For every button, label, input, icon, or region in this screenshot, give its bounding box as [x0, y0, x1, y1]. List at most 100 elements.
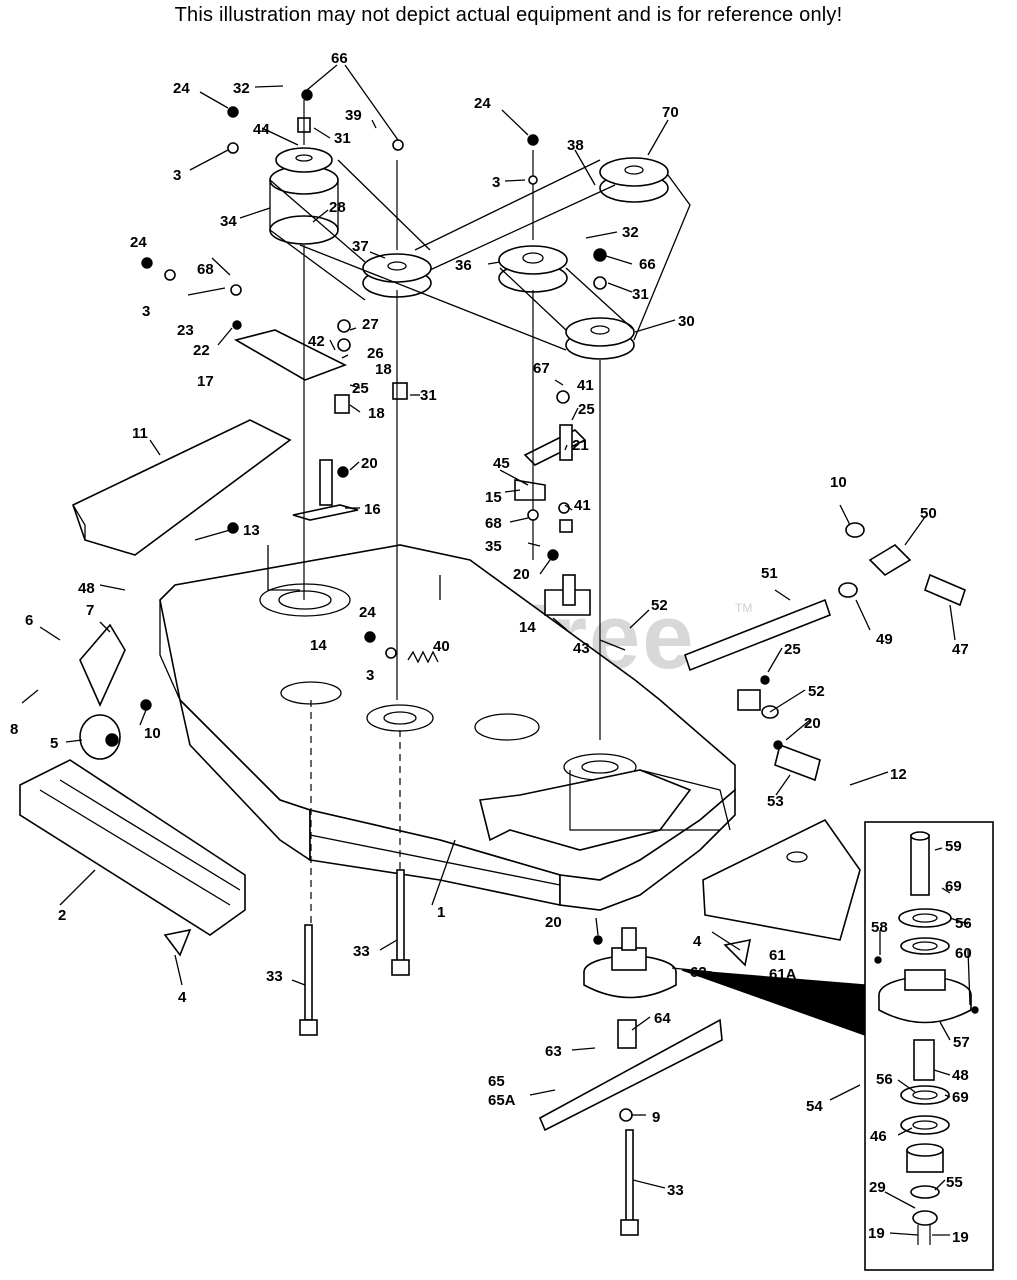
callout-33b: 33: [266, 968, 283, 985]
callout-33a: 33: [353, 943, 370, 960]
assembly-axis-lines: [303, 100, 720, 950]
callout-46: 46: [870, 1128, 887, 1145]
discharge-chute-2: [19, 759, 246, 936]
callout-3b: 3: [492, 174, 500, 191]
spindle-exploded-inset: [864, 821, 994, 1271]
callout-24c: 24: [130, 234, 147, 251]
callout-33c: 33: [667, 1182, 684, 1199]
callout-21: 21: [572, 437, 589, 454]
pulley-44: [269, 147, 339, 245]
callout-19b: 19: [952, 1229, 969, 1246]
callout-13: 13: [243, 522, 260, 539]
callout-5: 5: [50, 735, 58, 752]
callout-26: 26: [367, 345, 384, 362]
idler-arms: [233, 329, 591, 616]
callout-25a: 25: [352, 380, 369, 397]
callout-32a: 32: [233, 80, 250, 97]
deck-bracket-4-right: [723, 938, 752, 967]
callout-60: 60: [955, 945, 972, 962]
callout-12: 12: [890, 766, 907, 783]
deck-bracket-4-left: [163, 928, 192, 957]
callout-10b: 10: [830, 474, 847, 491]
callout-52b: 52: [808, 683, 825, 700]
callout-41b: 41: [574, 497, 591, 514]
watermark-trademark: TM: [735, 601, 752, 615]
callout-69a: 69: [945, 878, 962, 895]
callout-20c: 20: [804, 715, 821, 732]
callout-17: 17: [197, 373, 214, 390]
callout-9: 9: [652, 1109, 660, 1126]
callout-59: 59: [945, 838, 962, 855]
callout-1: 1: [437, 904, 445, 921]
callout-53: 53: [767, 793, 784, 810]
callout-2: 2: [58, 907, 66, 924]
callout-36: 36: [455, 257, 472, 274]
callout-19a: 19: [868, 1225, 885, 1242]
callout-15: 15: [485, 489, 502, 506]
callout-68b: 68: [485, 515, 502, 532]
callout-8: 8: [10, 721, 18, 738]
callout-70: 70: [662, 104, 679, 121]
callout-3c: 3: [142, 303, 150, 320]
callout-48a: 48: [78, 580, 95, 597]
callout-18a: 18: [375, 361, 392, 378]
callout-23: 23: [177, 322, 194, 339]
gauge-wheel: [79, 623, 126, 760]
callout-10a: 10: [144, 725, 161, 742]
callout-66b: 66: [639, 256, 656, 273]
callout-37: 37: [352, 238, 369, 255]
callout-31b: 31: [632, 286, 649, 303]
callout-65: 65: [488, 1073, 505, 1090]
callout-34: 34: [220, 213, 237, 230]
pulley-30: [565, 317, 635, 360]
callout-63: 63: [545, 1043, 562, 1060]
callout-31c: 31: [420, 387, 437, 404]
drive-belts: [269, 159, 691, 351]
deck-cover-11: [72, 419, 292, 556]
callout-67: 67: [533, 360, 550, 377]
callout-32b: 32: [622, 224, 639, 241]
callout-16: 16: [364, 501, 381, 518]
callout-4a: 4: [178, 989, 187, 1006]
callout-14b: 14: [519, 619, 536, 636]
callout-39: 39: [345, 107, 362, 124]
spindle-assembly: [583, 927, 677, 1049]
callout-61: 61: [769, 947, 786, 964]
callout-24d: 24: [359, 604, 376, 621]
callout-55: 55: [946, 1174, 963, 1191]
callout-24b: 24: [474, 95, 491, 112]
callout-56b: 56: [876, 1071, 893, 1088]
callout-45: 45: [493, 455, 510, 472]
callout-57: 57: [953, 1034, 970, 1051]
callout-30: 30: [678, 313, 695, 330]
callout-31a: 31: [334, 130, 351, 147]
callout-7: 7: [86, 602, 94, 619]
callout-29: 29: [869, 1179, 886, 1196]
callout-43: 43: [573, 640, 590, 657]
callout-42: 42: [308, 333, 325, 350]
disclaimer-text: This illustration may not depict actual …: [174, 4, 843, 26]
callout-20a: 20: [361, 455, 378, 472]
pulley-36: [498, 245, 568, 293]
callout-labels: 1 2 3 3 3 3 4 4 5 6 7 8 9 10 10 11 12 13…: [10, 50, 972, 1246]
pulley-70: [599, 157, 669, 203]
callout-52a: 52: [651, 597, 668, 614]
callout-64: 64: [654, 1010, 671, 1027]
callout-3d: 3: [366, 667, 374, 684]
callout-51: 51: [761, 565, 778, 582]
callout-48b: 48: [952, 1067, 969, 1084]
callout-27: 27: [362, 316, 379, 333]
leader-lines: [21, 64, 956, 1189]
callout-20d: 20: [545, 914, 562, 931]
spring-40: [407, 650, 439, 664]
callout-4b: 4: [693, 933, 702, 950]
callout-22: 22: [193, 342, 210, 359]
callout-18b: 18: [368, 405, 385, 422]
callout-28: 28: [329, 199, 346, 216]
callout-35: 35: [485, 538, 502, 555]
callout-6: 6: [25, 612, 33, 629]
callout-47: 47: [952, 641, 969, 658]
callout-54: 54: [806, 1098, 823, 1115]
callout-3a: 3: [173, 167, 181, 184]
